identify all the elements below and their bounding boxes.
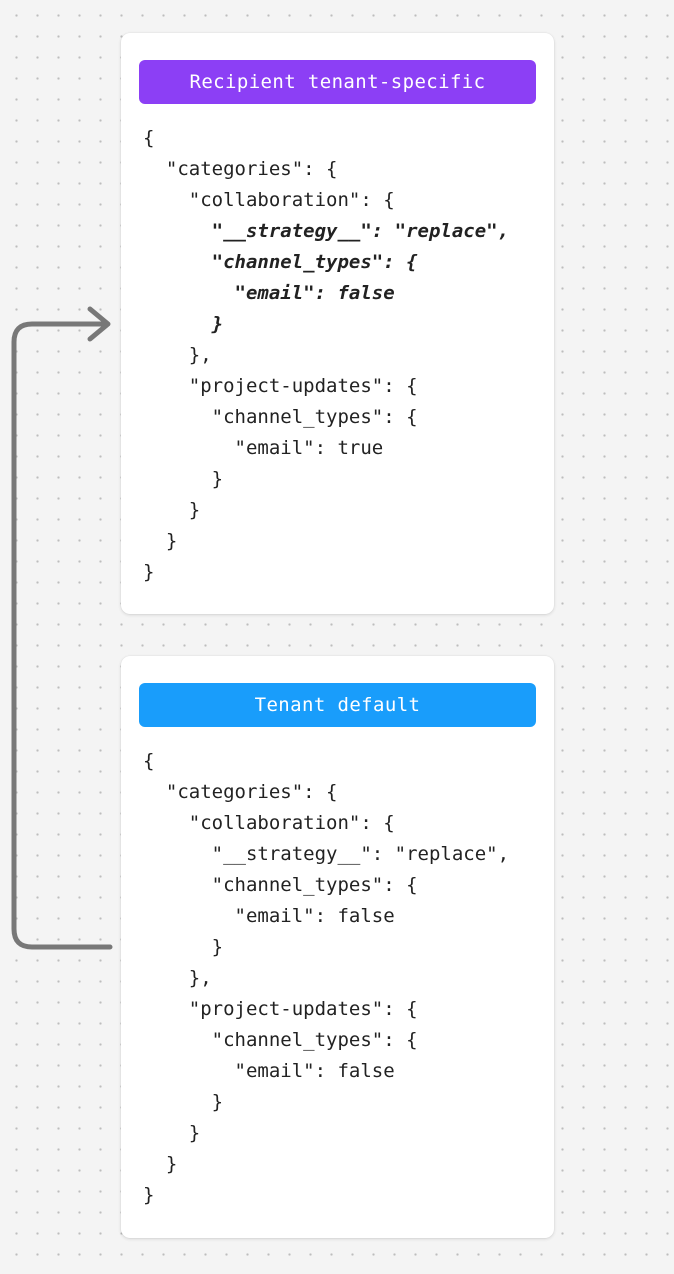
code-line: "channel_types": {	[143, 406, 418, 428]
code-line: }	[143, 468, 224, 490]
code-line: "categories": {	[143, 158, 338, 180]
code-line: "channel_types": {	[143, 1029, 418, 1051]
code-line: {	[143, 750, 155, 772]
card-title-tenant-default: Tenant default	[139, 683, 536, 727]
code-line: {	[143, 127, 155, 149]
code-line: }	[143, 561, 155, 583]
code-line: }	[143, 936, 224, 958]
code-line: }	[143, 530, 178, 552]
code-line: "email": false	[143, 282, 395, 304]
code-line: "collaboration": {	[143, 812, 395, 834]
code-line: }	[143, 1153, 178, 1175]
code-line: "project-updates": {	[143, 998, 418, 1020]
code-line: }	[143, 499, 201, 521]
code-line: "__strategy__": "replace",	[143, 220, 510, 242]
code-line: "collaboration": {	[143, 189, 395, 211]
code-line: "__strategy__": "replace",	[143, 843, 510, 865]
code-line: },	[143, 967, 212, 989]
card-tenant-default: Tenant default { "categories": { "collab…	[121, 656, 554, 1238]
code-line: },	[143, 344, 212, 366]
code-block-tenant-default: { "categories": { "collaboration": { "__…	[139, 746, 536, 1211]
code-line: "email": true	[143, 437, 384, 459]
card-recipient-tenant-specific: Recipient tenant-specific { "categories"…	[121, 33, 554, 614]
code-line: "channel_types": {	[143, 251, 418, 273]
code-line: "categories": {	[143, 781, 338, 803]
code-line: }	[143, 1091, 224, 1113]
code-block-recipient-tenant-specific: { "categories": { "collaboration": { "__…	[139, 123, 536, 588]
code-line: }	[143, 1122, 201, 1144]
code-line: "email": false	[143, 905, 395, 927]
code-line: "project-updates": {	[143, 375, 418, 397]
code-line: }	[143, 1184, 155, 1206]
code-line: "email": false	[143, 1060, 395, 1082]
card-title-recipient-tenant-specific: Recipient tenant-specific	[139, 60, 536, 104]
code-line: }	[143, 313, 224, 335]
code-line: "channel_types": {	[143, 874, 418, 896]
